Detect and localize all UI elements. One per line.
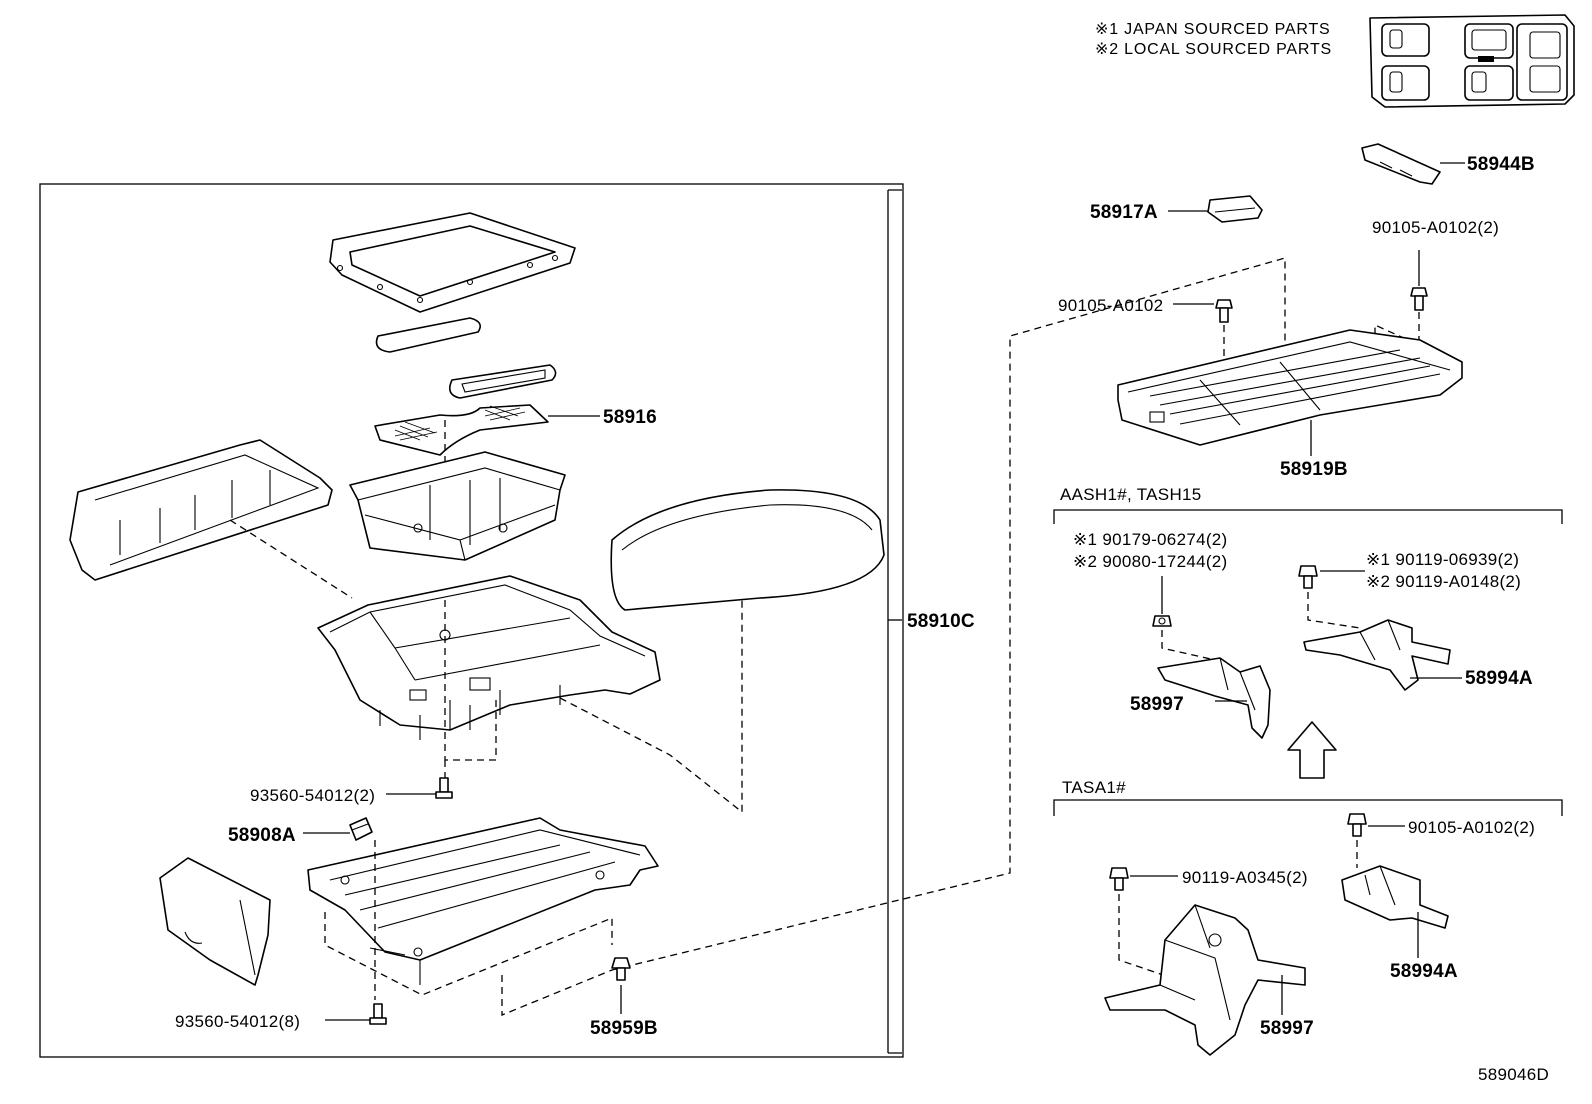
part-label-58908A: 58908A bbox=[228, 825, 296, 846]
part-label-58994A-upper: 58994A bbox=[1465, 668, 1533, 689]
part-label-58997-lower: 58997 bbox=[1260, 1018, 1314, 1039]
side-panel-lower bbox=[159, 857, 271, 986]
bracket-58994A-upper bbox=[1303, 619, 1451, 691]
part-label-58919B: 58919B bbox=[1280, 459, 1348, 480]
part-label-90119-06939: ※1 90119-06939(2) bbox=[1366, 550, 1519, 569]
upper-bezel-ring bbox=[329, 212, 576, 313]
console-body bbox=[317, 575, 661, 740]
clip-58908A-icon bbox=[349, 817, 373, 841]
part-label-58910C: 58910C bbox=[907, 611, 975, 632]
part-label-93560-54012-8: 93560-54012(8) bbox=[175, 1012, 300, 1031]
part-label-90105-A0102-2-bottom: 90105-A0102(2) bbox=[1408, 818, 1535, 837]
part-label-90119-A0345: 90119-A0345(2) bbox=[1182, 868, 1308, 887]
part-label-90105-A0102: 90105-A0102 bbox=[1058, 296, 1163, 315]
part-label-58994A-lower: 58994A bbox=[1390, 961, 1458, 982]
note-japan-sourced: ※1 JAPAN SOURCED PARTS bbox=[1095, 21, 1331, 38]
tray-mat bbox=[374, 404, 549, 456]
armrest-lid bbox=[610, 489, 885, 611]
variant-label-aash: AASH1#, TASH15 bbox=[1060, 485, 1202, 504]
trim-58944B bbox=[1361, 143, 1441, 185]
cover-58917A bbox=[1207, 195, 1263, 223]
figure-id: 589046D bbox=[1478, 1065, 1549, 1084]
base-tray bbox=[307, 817, 659, 985]
bolt-90105-single-icon bbox=[1215, 299, 1233, 323]
window-switch-panel-icon bbox=[1369, 14, 1575, 108]
grille-cover bbox=[449, 364, 557, 399]
assembly-frame bbox=[39, 183, 904, 1058]
part-label-58944B: 58944B bbox=[1467, 154, 1535, 175]
screw-93560-2-icon bbox=[435, 777, 453, 799]
part-label-58916: 58916 bbox=[603, 407, 657, 428]
part-label-90105-A0102-2-top: 90105-A0102(2) bbox=[1372, 218, 1499, 237]
part-label-58917A: 58917A bbox=[1090, 202, 1158, 223]
note-local-sourced: ※2 LOCAL SOURCED PARTS bbox=[1095, 41, 1332, 58]
nut-90179-icon bbox=[1152, 615, 1172, 627]
pad-strip bbox=[375, 317, 481, 353]
part-label-90179-06274: ※1 90179-06274(2) bbox=[1073, 530, 1228, 549]
bolt-90105-top-icon bbox=[1410, 287, 1428, 311]
screw-90119-06939-icon bbox=[1298, 565, 1318, 589]
side-panel-left bbox=[69, 439, 333, 581]
tray-58919B bbox=[1117, 329, 1463, 446]
screw-93560-8-icon bbox=[369, 1003, 387, 1025]
part-label-58997-upper: 58997 bbox=[1130, 694, 1184, 715]
bracket-58997-upper bbox=[1157, 657, 1271, 739]
storage-box bbox=[349, 451, 566, 561]
bracket-58994A-lower bbox=[1341, 865, 1449, 929]
part-label-90080-17244: ※2 90080-17244(2) bbox=[1073, 552, 1228, 571]
bolt-90119-A0345-icon bbox=[1109, 867, 1129, 891]
part-label-58959B: 58959B bbox=[590, 1018, 658, 1039]
variant-label-tasa: TASA1# bbox=[1062, 778, 1126, 797]
up-arrow-icon bbox=[1287, 721, 1337, 779]
clip-58959B-icon bbox=[611, 957, 631, 981]
part-label-93560-54012-2: 93560-54012(2) bbox=[250, 786, 375, 805]
part-label-90119-A0148: ※2 90119-A0148(2) bbox=[1366, 572, 1521, 591]
bolt-90105-lower-icon bbox=[1347, 813, 1367, 837]
